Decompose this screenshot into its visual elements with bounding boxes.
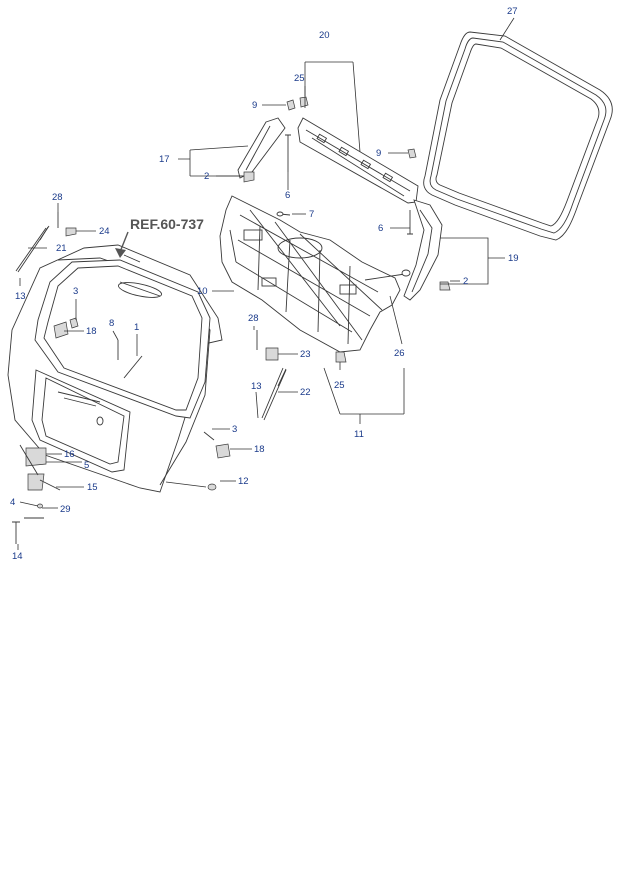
callout-14[interactable]: 14: [12, 551, 23, 562]
callout-5[interactable]: 5: [84, 460, 89, 471]
callout-16[interactable]: 16: [64, 449, 75, 460]
callout-22[interactable]: 22: [300, 387, 311, 398]
callout-20[interactable]: 20: [319, 30, 330, 41]
lower-trim-panel: [219, 195, 411, 353]
callout-18[interactable]: 18: [86, 326, 97, 337]
callout-2[interactable]: 2: [204, 171, 209, 182]
left-pillar-trim: [237, 117, 286, 179]
callout-29[interactable]: 29: [60, 504, 71, 515]
callout-18[interactable]: 18: [254, 444, 265, 455]
callout-28[interactable]: 28: [248, 313, 259, 324]
callout-4[interactable]: 4: [10, 497, 15, 508]
callout-9[interactable]: 9: [376, 148, 381, 159]
callout-17[interactable]: 17: [159, 154, 170, 165]
callout-27[interactable]: 27: [507, 6, 518, 17]
upper-trim-panel: [297, 117, 419, 204]
callout-23[interactable]: 23: [300, 349, 311, 360]
callout-2[interactable]: 2: [463, 276, 468, 287]
callout-1[interactable]: 1: [134, 322, 139, 333]
callout-11[interactable]: 11: [354, 429, 364, 440]
callout-labels: 27 20 25 9 9 17 2 6 6 28 7 24 21 19 13 1…: [10, 6, 519, 562]
callout-25[interactable]: 25: [334, 380, 345, 391]
callout-12[interactable]: 12: [238, 476, 249, 487]
tailgate-weatherstrip: [423, 31, 613, 241]
callout-21[interactable]: 21: [56, 243, 67, 254]
callout-13[interactable]: 13: [251, 381, 262, 392]
callout-19[interactable]: 19: [508, 253, 519, 264]
callout-6[interactable]: 6: [378, 223, 383, 234]
callout-26[interactable]: 26: [394, 348, 405, 359]
callout-15[interactable]: 15: [87, 482, 98, 493]
tailgate-door: [7, 244, 223, 493]
callout-6[interactable]: 6: [285, 190, 290, 201]
right-pillar-trim: [403, 199, 443, 301]
ref-arrow: [115, 231, 129, 258]
callout-28[interactable]: 28: [52, 192, 63, 203]
reference-label[interactable]: REF.60-737: [130, 216, 204, 232]
callout-8[interactable]: 8: [109, 318, 114, 329]
callout-3[interactable]: 3: [232, 424, 237, 435]
callout-7[interactable]: 7: [309, 209, 314, 220]
callout-3[interactable]: 3: [73, 286, 78, 297]
leader-lines: [17, 17, 515, 550]
callout-13[interactable]: 13: [15, 291, 26, 302]
callout-9[interactable]: 9: [252, 100, 257, 111]
small-parts: [12, 96, 451, 544]
callout-24[interactable]: 24: [99, 226, 110, 237]
callout-25[interactable]: 25: [294, 73, 305, 84]
callout-10[interactable]: 10: [197, 286, 208, 297]
